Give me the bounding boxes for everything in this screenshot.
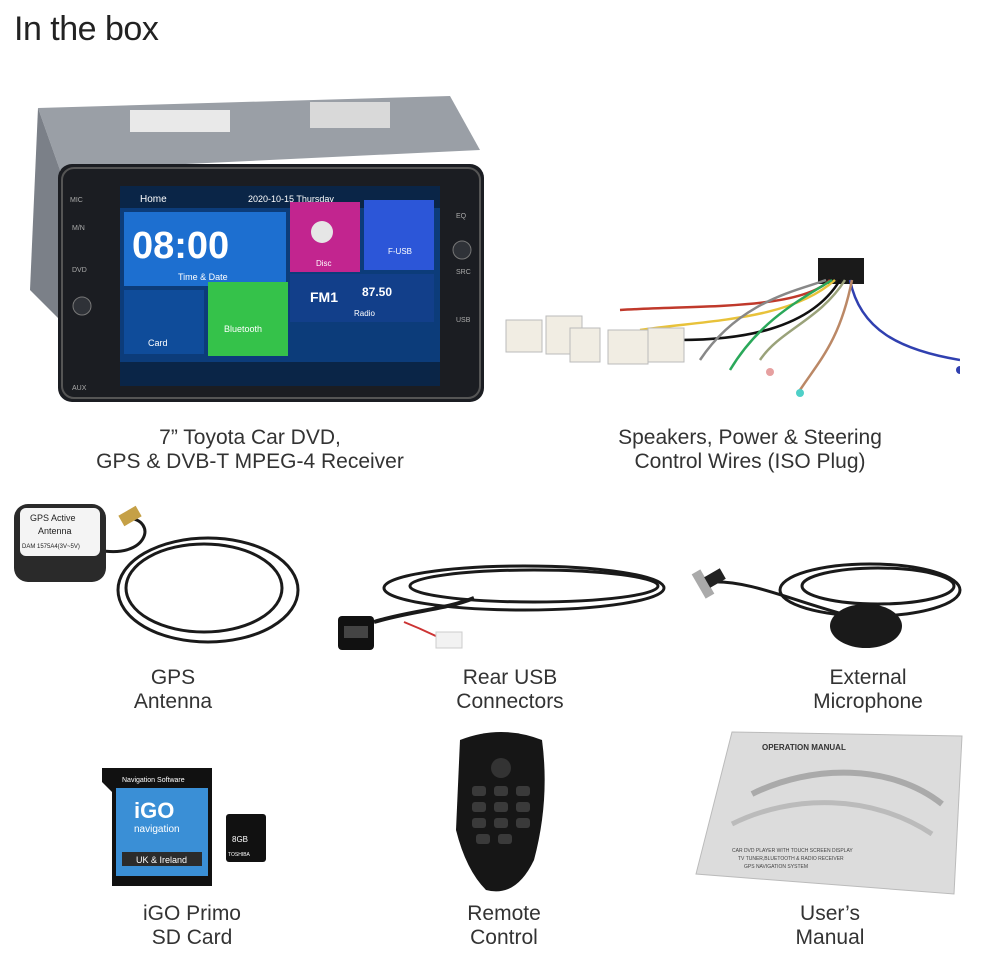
card-label: Card [148, 338, 168, 348]
antenna-label-line2: Antenna [38, 526, 72, 536]
caption-wires: Speakers, Power & Steering Control Wires… [618, 426, 882, 473]
usb-label: USB [456, 317, 471, 324]
rear-usb-cable-image [334, 550, 674, 660]
dvd-button[interactable]: DVD [72, 267, 87, 274]
external-microphone-image [690, 540, 990, 660]
disc-label: Disc [316, 259, 332, 268]
clock-display: 08:00 [132, 225, 229, 267]
caption-head-unit: 7” Toyota Car DVD, GPS & DVB-T MPEG-4 Re… [96, 426, 404, 473]
usb-label-tile: F-USB [388, 247, 412, 256]
caption-gps: GPS Antenna [133, 666, 213, 713]
manual-footer-2: TV TUNER,BLUETOOTH & RADIO RECEIVER [738, 856, 844, 862]
sd-region: UK & Ireland [136, 855, 187, 865]
page-title: In the box [14, 10, 159, 48]
antenna-label-line3: DAM 1575A4(3V~5V) [22, 544, 80, 550]
igo-sd-card-image: Navigation Software iGO navigation UK & … [100, 762, 270, 892]
date-time: 2020-10-15 Thursday [248, 194, 334, 204]
fm-band: FM1 [310, 289, 338, 305]
manual-footer-1: CAR DVD PLAYER WITH TOUCH SCREEN DISPLAY [732, 848, 853, 854]
iso-wiring-harness-image [500, 250, 960, 410]
home-label: Home [140, 194, 167, 205]
clock-label: Time & Date [178, 272, 228, 282]
head-unit-image: MIC M/N DVD AUX EQ SRC USB Home 2020-10-… [10, 90, 490, 410]
fm-freq: 87.50 [362, 285, 392, 299]
mic-label: MIC [70, 197, 83, 204]
card-tile[interactable] [124, 290, 204, 354]
manual-heading: OPERATION MANUAL [762, 743, 846, 752]
gps-antenna-image: GPS Active Antenna DAM 1575A4(3V~5V) [8, 490, 318, 660]
antenna-label-line1: GPS Active [30, 513, 76, 523]
igo-brand: iGO [134, 798, 174, 823]
caption-usb: Rear USB Connectors [456, 666, 564, 713]
bluetooth-label: Bluetooth [224, 324, 262, 334]
manual-footer-3: GPS NAVIGATION SYSTEM [744, 864, 808, 870]
caption-sd: iGO Primo SD Card [142, 902, 241, 949]
mn-button[interactable]: M/N [72, 225, 85, 232]
bluetooth-tile[interactable] [208, 282, 288, 356]
caption-manual: User’s Manual [795, 902, 865, 949]
user-manual-image: OPERATION MANUAL CAR DVD PLAYER WITH TOU… [692, 724, 974, 896]
aux-label: AUX [72, 385, 87, 392]
micro-sd-size: 8GB [232, 835, 248, 844]
caption-remote: Remote Control [467, 902, 541, 949]
sd-header: Navigation Software [122, 777, 185, 784]
remote-control-image [446, 730, 556, 900]
micro-sd-brand: TOSHIBA [228, 852, 251, 858]
igo-sub: navigation [134, 824, 180, 835]
caption-mic: External Microphone [813, 666, 923, 713]
radio-tile[interactable] [290, 274, 434, 322]
usb-tile[interactable] [364, 200, 434, 270]
eq-button[interactable]: EQ [456, 213, 467, 220]
src-button[interactable]: SRC [456, 269, 471, 276]
radio-label: Radio [354, 309, 375, 318]
